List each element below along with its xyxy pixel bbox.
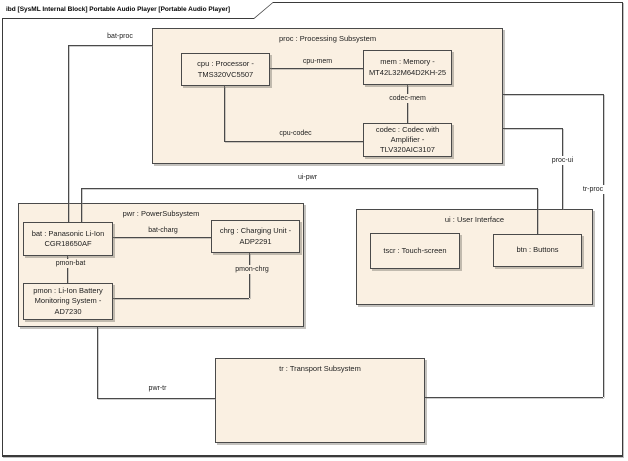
connector-bat-charg	[113, 237, 211, 238]
block-tr-title: tr : Transport Subsystem	[279, 364, 361, 373]
connector-label-cpu-mem: cpu-mem	[290, 57, 345, 66]
connector-label-cpu-codec: cpu-codec	[268, 129, 323, 138]
connector-ui-pwr	[81, 188, 537, 189]
connector-pmon-chrg	[249, 253, 250, 298]
connector-label-pmon-bat: pmon-bat	[43, 259, 98, 268]
connector-label-proc-ui: proc-ui	[540, 156, 585, 165]
block-pwr-title: pwr : PowerSubsystem	[122, 209, 200, 218]
block-bat-label: bat : Panasonic Li-Ion CGR18650AF	[31, 228, 105, 248]
block-btn-label: btn : Buttons	[516, 245, 559, 255]
connector-pwr-tr	[97, 398, 215, 399]
block-cpu-label: cpu : Processor - TMS320VC5507	[197, 59, 254, 79]
connector-tr-proc	[425, 397, 603, 398]
block-chrg: chrg : Charging Unit - ADP2291	[211, 220, 300, 253]
connector-label-bat-charg: bat-charg	[134, 226, 192, 235]
block-tscr-label: tscr : Touch-screen	[383, 245, 447, 255]
block-chrg-label: chrg : Charging Unit - ADP2291	[219, 226, 292, 246]
block-codec-label: codec : Codec with Amplifier - TLV320AIC…	[375, 124, 440, 155]
connector-cpu-mem	[270, 68, 363, 69]
connector-codec-mem	[407, 85, 408, 123]
connector-label-pmon-chrg: pmon-chrg	[222, 265, 282, 274]
connector-pmon-chrg	[113, 298, 249, 299]
block-cpu: cpu : Processor - TMS320VC5507	[181, 53, 270, 86]
connector-bat-proc	[68, 45, 152, 46]
connector-label-codec-mem: codec-mem	[380, 94, 435, 103]
block-tr: tr : Transport Subsystem	[215, 358, 425, 443]
block-ui-title: ui : User Interface	[444, 215, 505, 224]
connector-label-bat-proc: bat-proc	[90, 32, 150, 41]
connector-tr-proc	[503, 94, 603, 95]
connector-proc-ui	[562, 128, 563, 209]
connector-cpu-codec	[224, 141, 363, 142]
block-codec: codec : Codec with Amplifier - TLV320AIC…	[363, 123, 452, 157]
connector-proc-ui	[503, 128, 562, 129]
block-proc-title: proc : Processing Subsystem	[278, 34, 377, 43]
connector-tr-proc	[603, 94, 604, 397]
connector-ui-pwr	[537, 188, 538, 234]
frame-title-tab-shape	[2, 2, 274, 19]
diagram-title: ibd [SysML Internal Block] Portable Audi…	[6, 6, 231, 13]
block-pmon: pmon : Li-Ion Battery Monitoring System …	[23, 283, 113, 320]
block-mem-label: mem : Memory - MT42L32M64D2KH-25	[368, 57, 447, 77]
block-mem: mem : Memory - MT42L32M64D2KH-25	[363, 50, 452, 85]
block-btn: btn : Buttons	[493, 234, 582, 267]
frame-title-tab: ibd [SysML Internal Block] Portable Audi…	[2, 2, 274, 19]
connector-pwr-tr	[97, 327, 98, 398]
connector-pmon-bat	[67, 256, 68, 283]
connector-cpu-codec	[224, 86, 225, 141]
block-pmon-label: pmon : Li-Ion Battery Monitoring System …	[33, 286, 103, 316]
connector-label-tr-proc: tr-proc	[572, 185, 614, 194]
connector-label-pwr-tr: pwr-tr	[135, 384, 180, 393]
block-tscr: tscr : Touch-screen	[370, 233, 460, 269]
connector-ui-pwr	[81, 188, 82, 222]
block-bat: bat : Panasonic Li-Ion CGR18650AF	[23, 222, 113, 256]
connector-bat-proc	[68, 45, 69, 222]
connector-label-ui-pwr: ui-pwr	[280, 173, 335, 182]
